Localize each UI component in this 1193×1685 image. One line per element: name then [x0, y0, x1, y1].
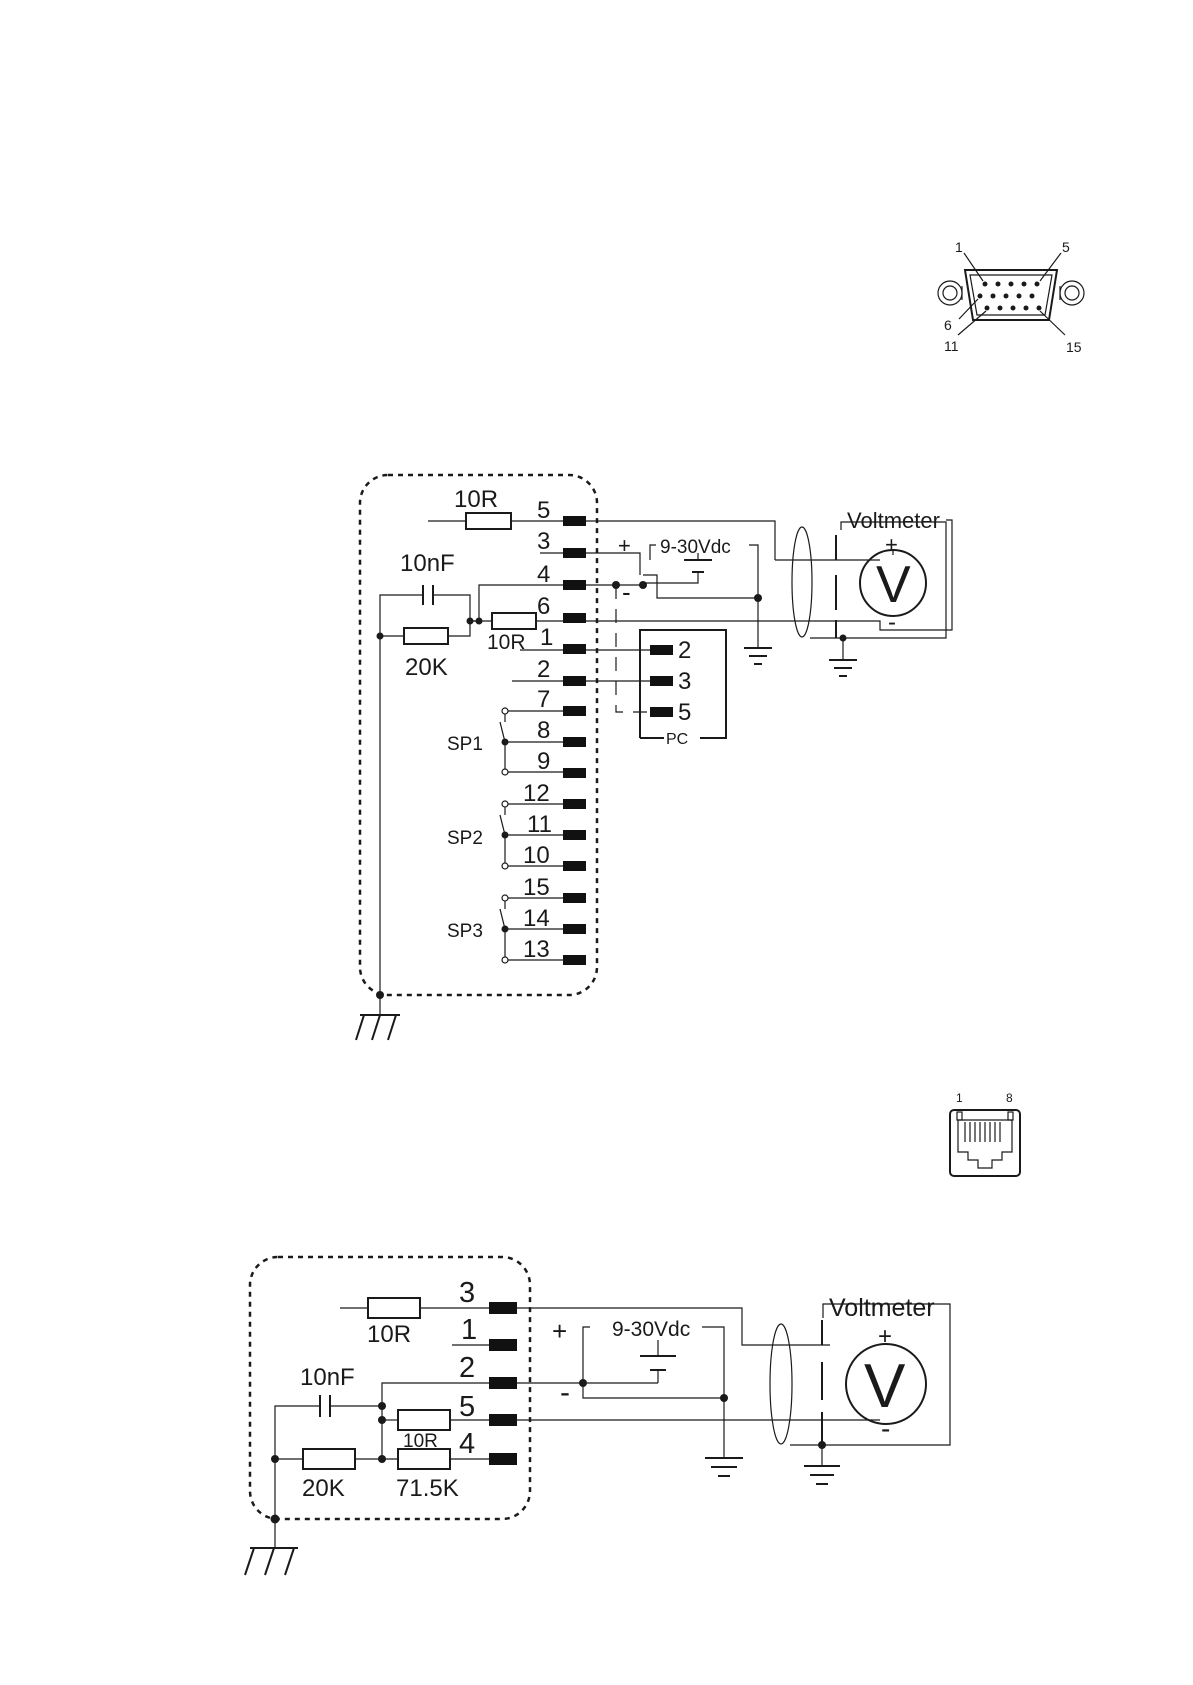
pc-pin-number: 2 — [678, 637, 691, 664]
resistor-label: 20K — [405, 654, 448, 681]
voltmeter-label: Voltmeter — [847, 508, 940, 533]
vga-pin-label: 15 — [1066, 339, 1082, 355]
supply-minus: - — [622, 577, 631, 607]
pin-number: 4 — [459, 1428, 475, 1460]
resistor-20k — [303, 1449, 355, 1469]
pin-number: 3 — [459, 1277, 475, 1309]
vga-pin-label: 6 — [944, 317, 952, 333]
pin-number: 2 — [459, 1352, 475, 1384]
rj45-wiring-diagram: 3 1 2 5 4 10R 10nF 10R 20K 71.5K — [245, 1257, 950, 1575]
supply-plus: + — [552, 1316, 567, 1346]
vga-wiring-diagram: 5 3 4 6 1 2 7 8 9 12 11 10 15 14 13 10R … — [356, 475, 952, 1040]
resistor-10r — [368, 1298, 420, 1318]
setpoint-relay-sp1 — [500, 708, 563, 775]
pin-number: 6 — [537, 593, 550, 620]
voltmeter-symbol: V — [876, 556, 911, 614]
pc-label: PC — [666, 731, 688, 748]
resistor-label: 10R — [367, 1321, 411, 1348]
power-supply: 9-30Vdc + - — [552, 1316, 728, 1409]
voltmeter-minus: - — [881, 1413, 890, 1444]
pin-number: 5 — [537, 497, 550, 524]
supply-minus: - — [560, 1376, 570, 1409]
pin-number: 15 — [523, 874, 550, 901]
pc-pin-number: 5 — [678, 699, 691, 726]
setpoint-label: SP1 — [447, 734, 483, 755]
chassis-ground-icon — [245, 1548, 298, 1575]
resistor-20k — [404, 628, 448, 644]
pin-number: 1 — [540, 624, 553, 651]
pc-terminal-block: 2 3 5 PC — [640, 630, 726, 748]
capacitor-symbol — [423, 585, 433, 605]
terminal-pins — [563, 516, 586, 965]
capacitor-label: 10nF — [400, 550, 455, 577]
vga-pin-label: 5 — [1062, 239, 1070, 255]
vga-pin-label: 1 — [955, 239, 963, 255]
resistor-10r — [466, 513, 511, 529]
pin-number: 12 — [523, 780, 550, 807]
pin-number: 13 — [523, 936, 550, 963]
resistor-label: 10R — [454, 486, 498, 513]
setpoint-label: SP2 — [447, 828, 483, 849]
chassis-ground-icon — [356, 1015, 400, 1040]
voltmeter-label: Voltmeter — [829, 1294, 935, 1322]
setpoint-label: SP3 — [447, 921, 483, 942]
pin-number: 4 — [537, 561, 550, 588]
rj45-pin-label: 8 — [1006, 1091, 1013, 1105]
ground-icon — [705, 1458, 743, 1476]
pin-number: 5 — [459, 1391, 475, 1423]
pin-number: 3 — [537, 528, 550, 555]
rj45-connector-icon: 1 8 — [950, 1091, 1020, 1176]
supply-plus: + — [618, 533, 631, 558]
pin-number: 1 — [461, 1314, 477, 1346]
capacitor-label: 10nF — [300, 1364, 355, 1391]
resistor-label: 10R — [487, 631, 526, 654]
pin-number: 7 — [537, 686, 550, 713]
resistor-label: 71.5K — [396, 1475, 459, 1502]
pin-number: 14 — [523, 905, 550, 932]
terminal-pins — [489, 1302, 517, 1465]
pin-number: 9 — [537, 748, 550, 775]
ground-icon — [804, 1466, 840, 1484]
rj45-pin-label: 1 — [956, 1091, 963, 1105]
ground-icon — [829, 660, 857, 676]
voltmeter-symbol: V — [864, 1352, 906, 1421]
supply-label: 9-30Vdc — [660, 537, 731, 558]
resistor-label: 20K — [302, 1475, 345, 1502]
capacitor-symbol — [320, 1395, 330, 1417]
device-enclosure — [250, 1257, 530, 1519]
voltmeter-minus: - — [888, 609, 896, 636]
pin-number: 10 — [523, 842, 550, 869]
cable-shield-icon — [770, 1324, 792, 1444]
ground-icon — [744, 648, 772, 664]
supply-label: 9-30Vdc — [612, 1318, 690, 1341]
pc-pin-number: 3 — [678, 668, 691, 695]
resistor-71-5k — [398, 1449, 450, 1469]
voltmeter-plus: + — [885, 532, 898, 557]
power-supply: 9-30Vdc + - — [586, 533, 762, 607]
vga-connector-icon: 1 5 6 11 15 — [938, 239, 1084, 355]
voltmeter-plus: + — [878, 1323, 892, 1350]
vga-pin-label: 11 — [944, 338, 959, 354]
pin-number: 11 — [527, 811, 552, 838]
resistor-10r-series — [398, 1410, 450, 1430]
pin-number: 8 — [537, 717, 550, 744]
resistor-10r-series — [492, 613, 536, 629]
pin-number: 2 — [537, 656, 550, 683]
